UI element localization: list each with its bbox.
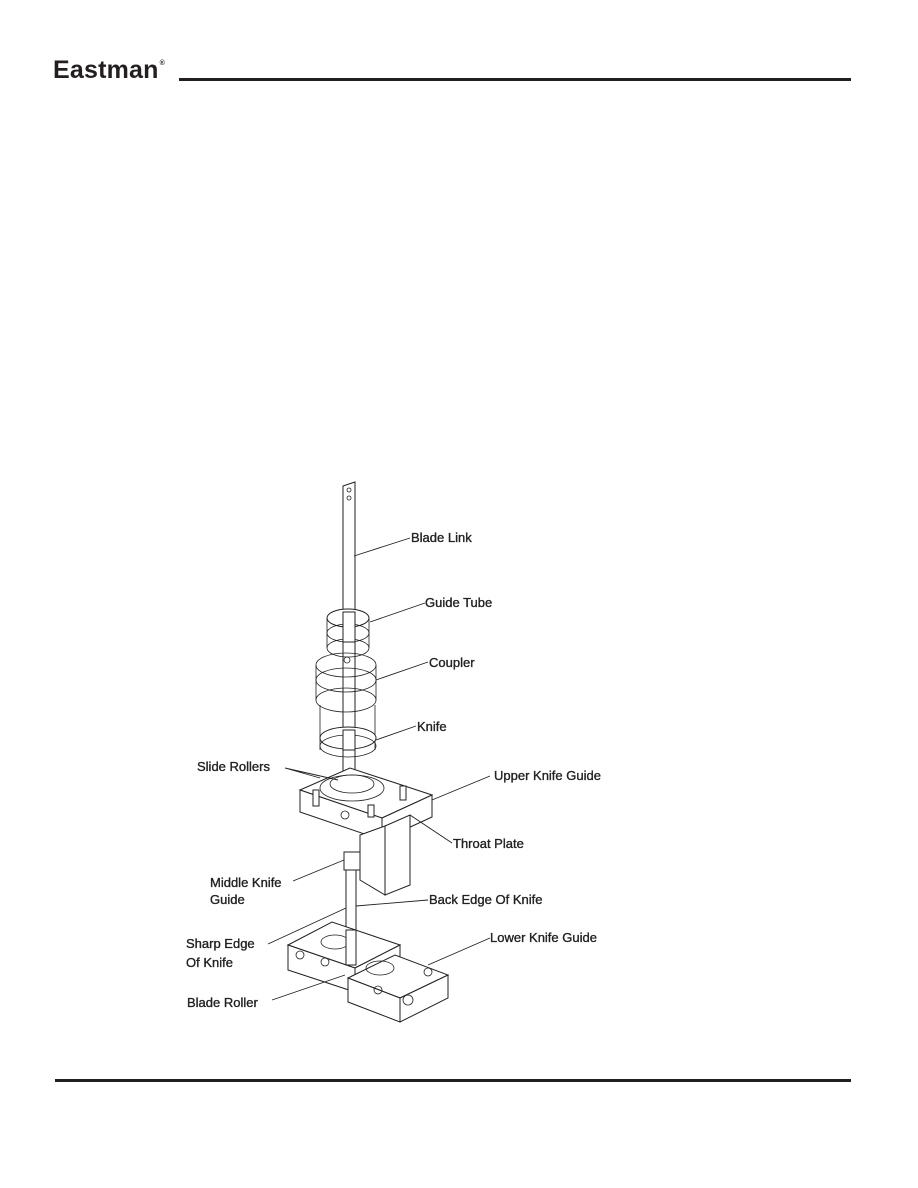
lower-knife-guide-part bbox=[286, 921, 450, 1023]
brand-name: Eastman bbox=[53, 56, 159, 84]
label-coupler: Coupler bbox=[429, 655, 475, 670]
upper-knife-guide-part bbox=[298, 767, 434, 841]
label-slide-rollers: Slide Rollers bbox=[197, 759, 270, 774]
label-back-edge-of-knife: Back Edge Of Knife bbox=[429, 892, 542, 907]
middle-knife-guide-part bbox=[343, 851, 361, 931]
footer-rule bbox=[55, 1079, 851, 1082]
brand-logo: Eastman® bbox=[53, 56, 165, 85]
label-middle-knife-guide-line1: Middle Knife bbox=[210, 875, 282, 890]
label-lower-knife-guide: Lower Knife Guide bbox=[490, 930, 597, 945]
label-upper-knife-guide: Upper Knife Guide bbox=[494, 768, 601, 783]
label-throat-plate: Throat Plate bbox=[453, 836, 524, 851]
throat-plate-part bbox=[359, 814, 411, 896]
label-middle-knife-guide-line2: Guide bbox=[210, 892, 245, 907]
leader-lines bbox=[267, 537, 491, 1001]
label-blade-link: Blade Link bbox=[411, 530, 472, 545]
label-sharp-edge-line2: Of Knife bbox=[186, 955, 233, 970]
label-guide-tube: Guide Tube bbox=[425, 595, 492, 610]
header-rule bbox=[179, 78, 851, 81]
label-knife: Knife bbox=[417, 719, 447, 734]
label-blade-roller: Blade Roller bbox=[187, 995, 258, 1010]
label-sharp-edge-line1: Sharp Edge bbox=[186, 936, 255, 951]
blade-link-part bbox=[342, 481, 356, 813]
registered-mark: ® bbox=[159, 60, 165, 67]
knife-part bbox=[319, 705, 377, 758]
